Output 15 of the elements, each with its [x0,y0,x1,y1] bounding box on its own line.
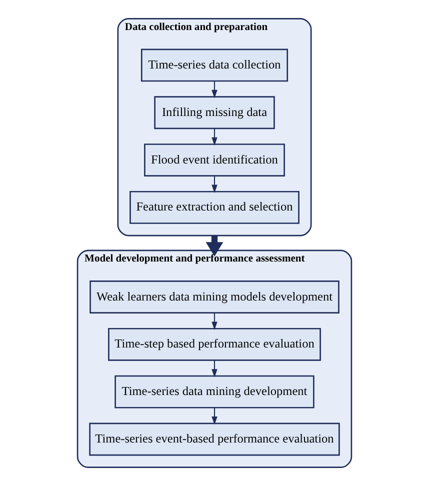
arrow [211,128,217,146]
arrow [211,176,217,194]
arrow [211,81,217,98]
arrow [211,360,217,378]
arrow [211,312,217,330]
arrow [205,236,223,256]
node-box: Feature extraction and selection [129,190,299,224]
node-box: Flood event identification [144,144,284,176]
node-box: Weak learners data mining models development [89,280,339,314]
node-box: Time-step based performance evaluation [108,328,320,361]
node-box: Time-series event-based performance evaluation [88,422,340,456]
node-box: Time-series data collection [140,48,288,82]
arrow [211,408,217,425]
node-box: Time-series data mining development [114,375,314,408]
node-box: Infilling missing data [154,96,274,130]
